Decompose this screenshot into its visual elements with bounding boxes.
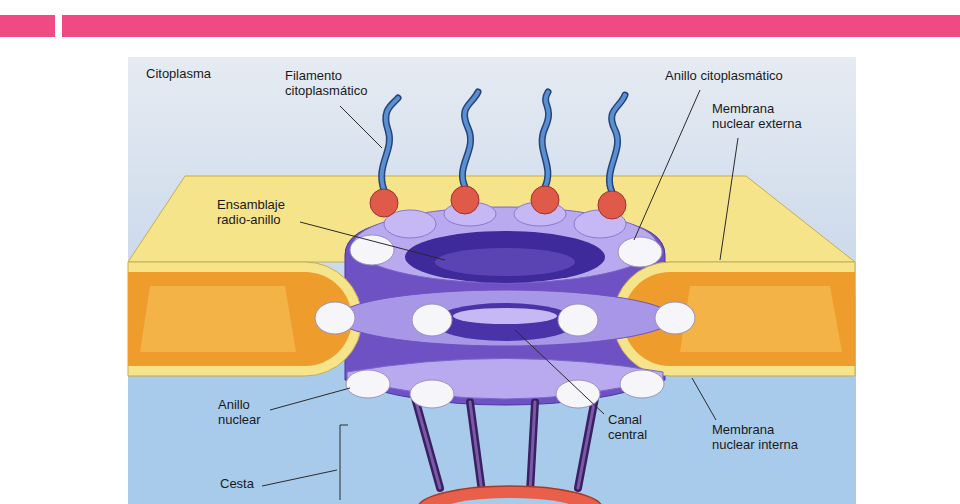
part-label: Anillo nuclear	[218, 398, 278, 428]
leader-lines	[262, 90, 738, 500]
part-label: Citoplasma	[146, 67, 236, 82]
central-channel-light	[453, 308, 557, 324]
basket-rods	[415, 398, 595, 492]
basket-rod-light	[530, 402, 535, 492]
filament-ball	[531, 186, 559, 214]
part-label: Membrana nuclear externa	[712, 102, 812, 132]
leader-line	[270, 388, 350, 410]
basket-rod	[415, 398, 440, 488]
ring-bead	[350, 235, 394, 265]
leader-line	[634, 90, 700, 240]
part-label: Cesta	[220, 477, 280, 492]
basket-ring-hole	[438, 498, 582, 504]
filament-ball	[598, 191, 626, 219]
basket-ring	[418, 486, 602, 504]
filament	[382, 98, 398, 190]
spoke-bead	[558, 304, 598, 336]
part-label: Membrana nuclear interna	[712, 423, 812, 453]
part-label: Filamento citoplasmático	[285, 69, 385, 99]
basket-bracket	[340, 425, 348, 500]
leader-line	[720, 138, 738, 260]
central-channel-dark	[433, 303, 577, 341]
cytoplasm-ground	[128, 57, 856, 297]
spoke-bead	[315, 302, 355, 334]
header-square	[0, 15, 55, 37]
filament	[542, 92, 548, 187]
part-label: Ensamblaje radio-anillo	[217, 198, 307, 228]
part-label: Anillo citoplasmático	[665, 69, 825, 84]
lumen-left-shade	[140, 286, 296, 352]
basket-rod-light	[578, 398, 595, 488]
basket-rod	[578, 398, 595, 488]
leader-line	[300, 222, 445, 260]
radial-ring-inner	[435, 248, 575, 276]
part-label: Canal central	[608, 413, 663, 443]
spoke-bead	[655, 302, 695, 334]
basket-rod-light	[470, 402, 482, 492]
nuclear-bead	[346, 370, 390, 398]
lumen-right-shade	[680, 286, 842, 352]
header-bar	[62, 15, 960, 37]
filament-outline	[462, 92, 478, 187]
nuclear-bead	[410, 380, 454, 408]
filament-outline	[609, 95, 625, 192]
nuclear-ring	[347, 359, 663, 400]
nuclear-bead	[620, 370, 664, 398]
basket-rod-light	[415, 398, 440, 488]
leader-line	[340, 106, 382, 148]
spoke-bead	[412, 304, 452, 336]
filament	[462, 92, 478, 187]
membrane-left	[128, 262, 362, 376]
filament-ball	[451, 186, 479, 214]
filament-outline	[382, 98, 398, 190]
leader-line	[515, 330, 604, 414]
filament-outline	[542, 92, 548, 187]
spoke-band	[337, 290, 673, 346]
cytoplasmic-filaments	[382, 92, 625, 192]
filament-ball	[370, 189, 398, 217]
lumen-right	[623, 272, 855, 366]
leader-line	[262, 470, 337, 486]
leader-line	[692, 378, 716, 420]
basket-rod	[470, 402, 482, 492]
filament	[609, 95, 625, 192]
ring-bead	[618, 237, 662, 267]
basket-rod	[530, 402, 535, 492]
